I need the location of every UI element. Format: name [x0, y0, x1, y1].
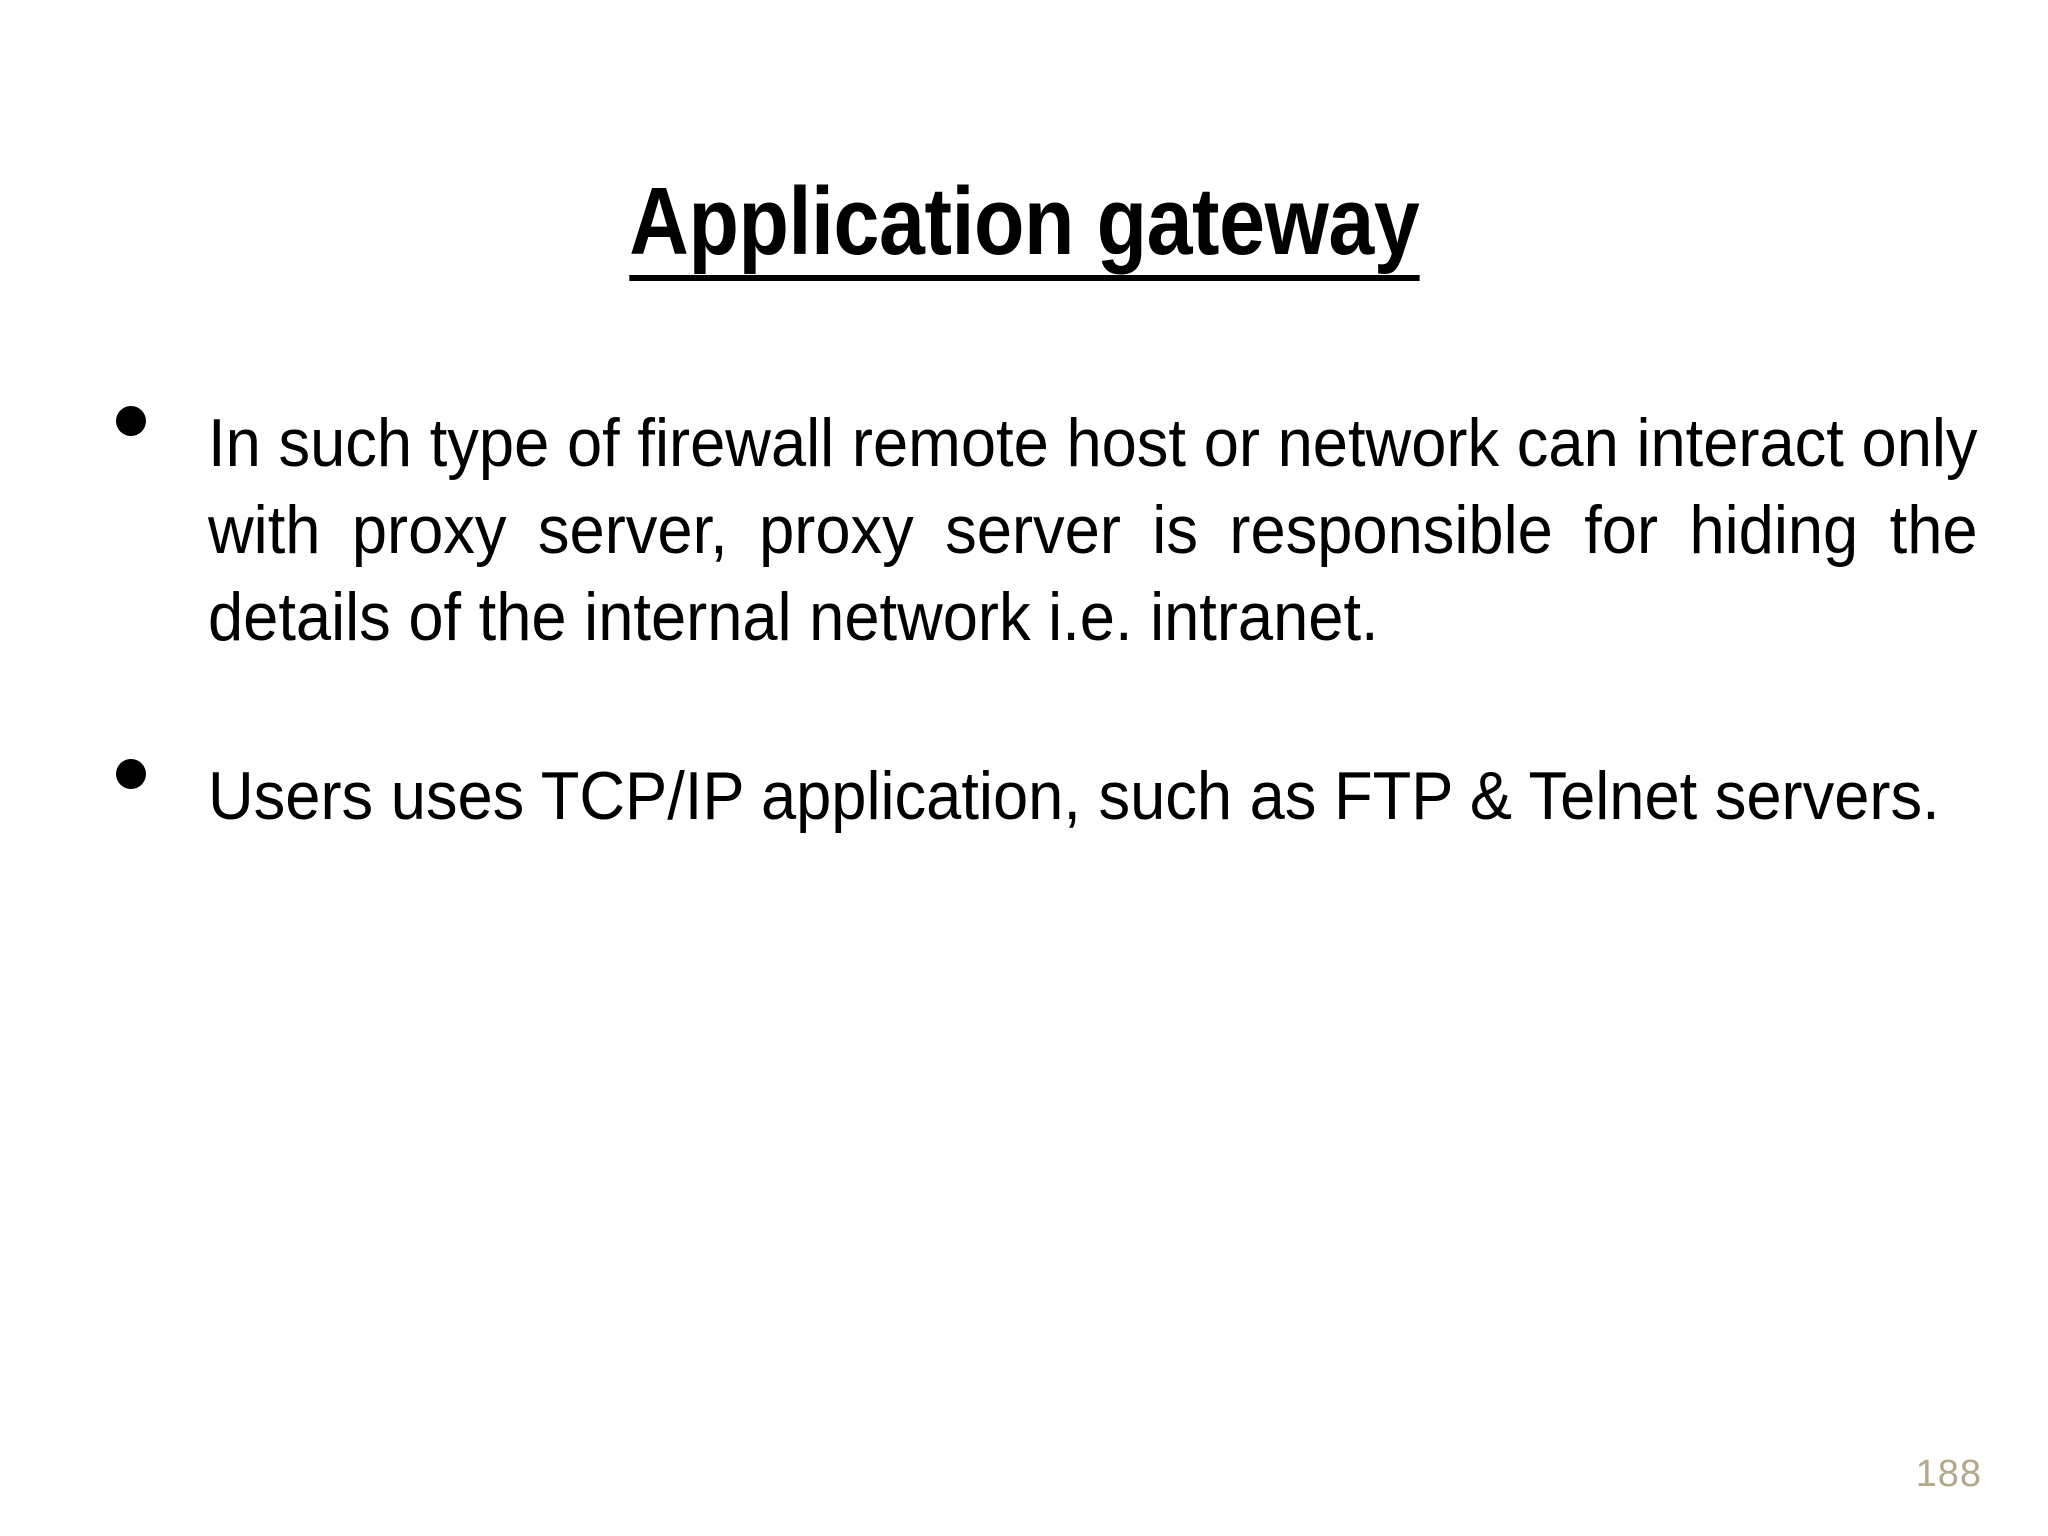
round-bullet-icon [116, 406, 146, 436]
list-item: Users uses TCP/IP application, such as F… [108, 753, 1978, 840]
round-bullet-icon [116, 759, 146, 790]
list-item: In such type of firewall remote host or … [108, 400, 1978, 661]
bullet-list: In such type of firewall remote host or … [108, 400, 1978, 840]
page-number: 188 [1915, 1453, 1982, 1495]
list-item-text: In such type of firewall remote host or … [208, 405, 1978, 656]
title-block: Application gateway [0, 108, 2048, 345]
list-item-text: Users uses TCP/IP application, such as F… [208, 758, 1940, 835]
page-title: Application gateway [628, 172, 1419, 282]
